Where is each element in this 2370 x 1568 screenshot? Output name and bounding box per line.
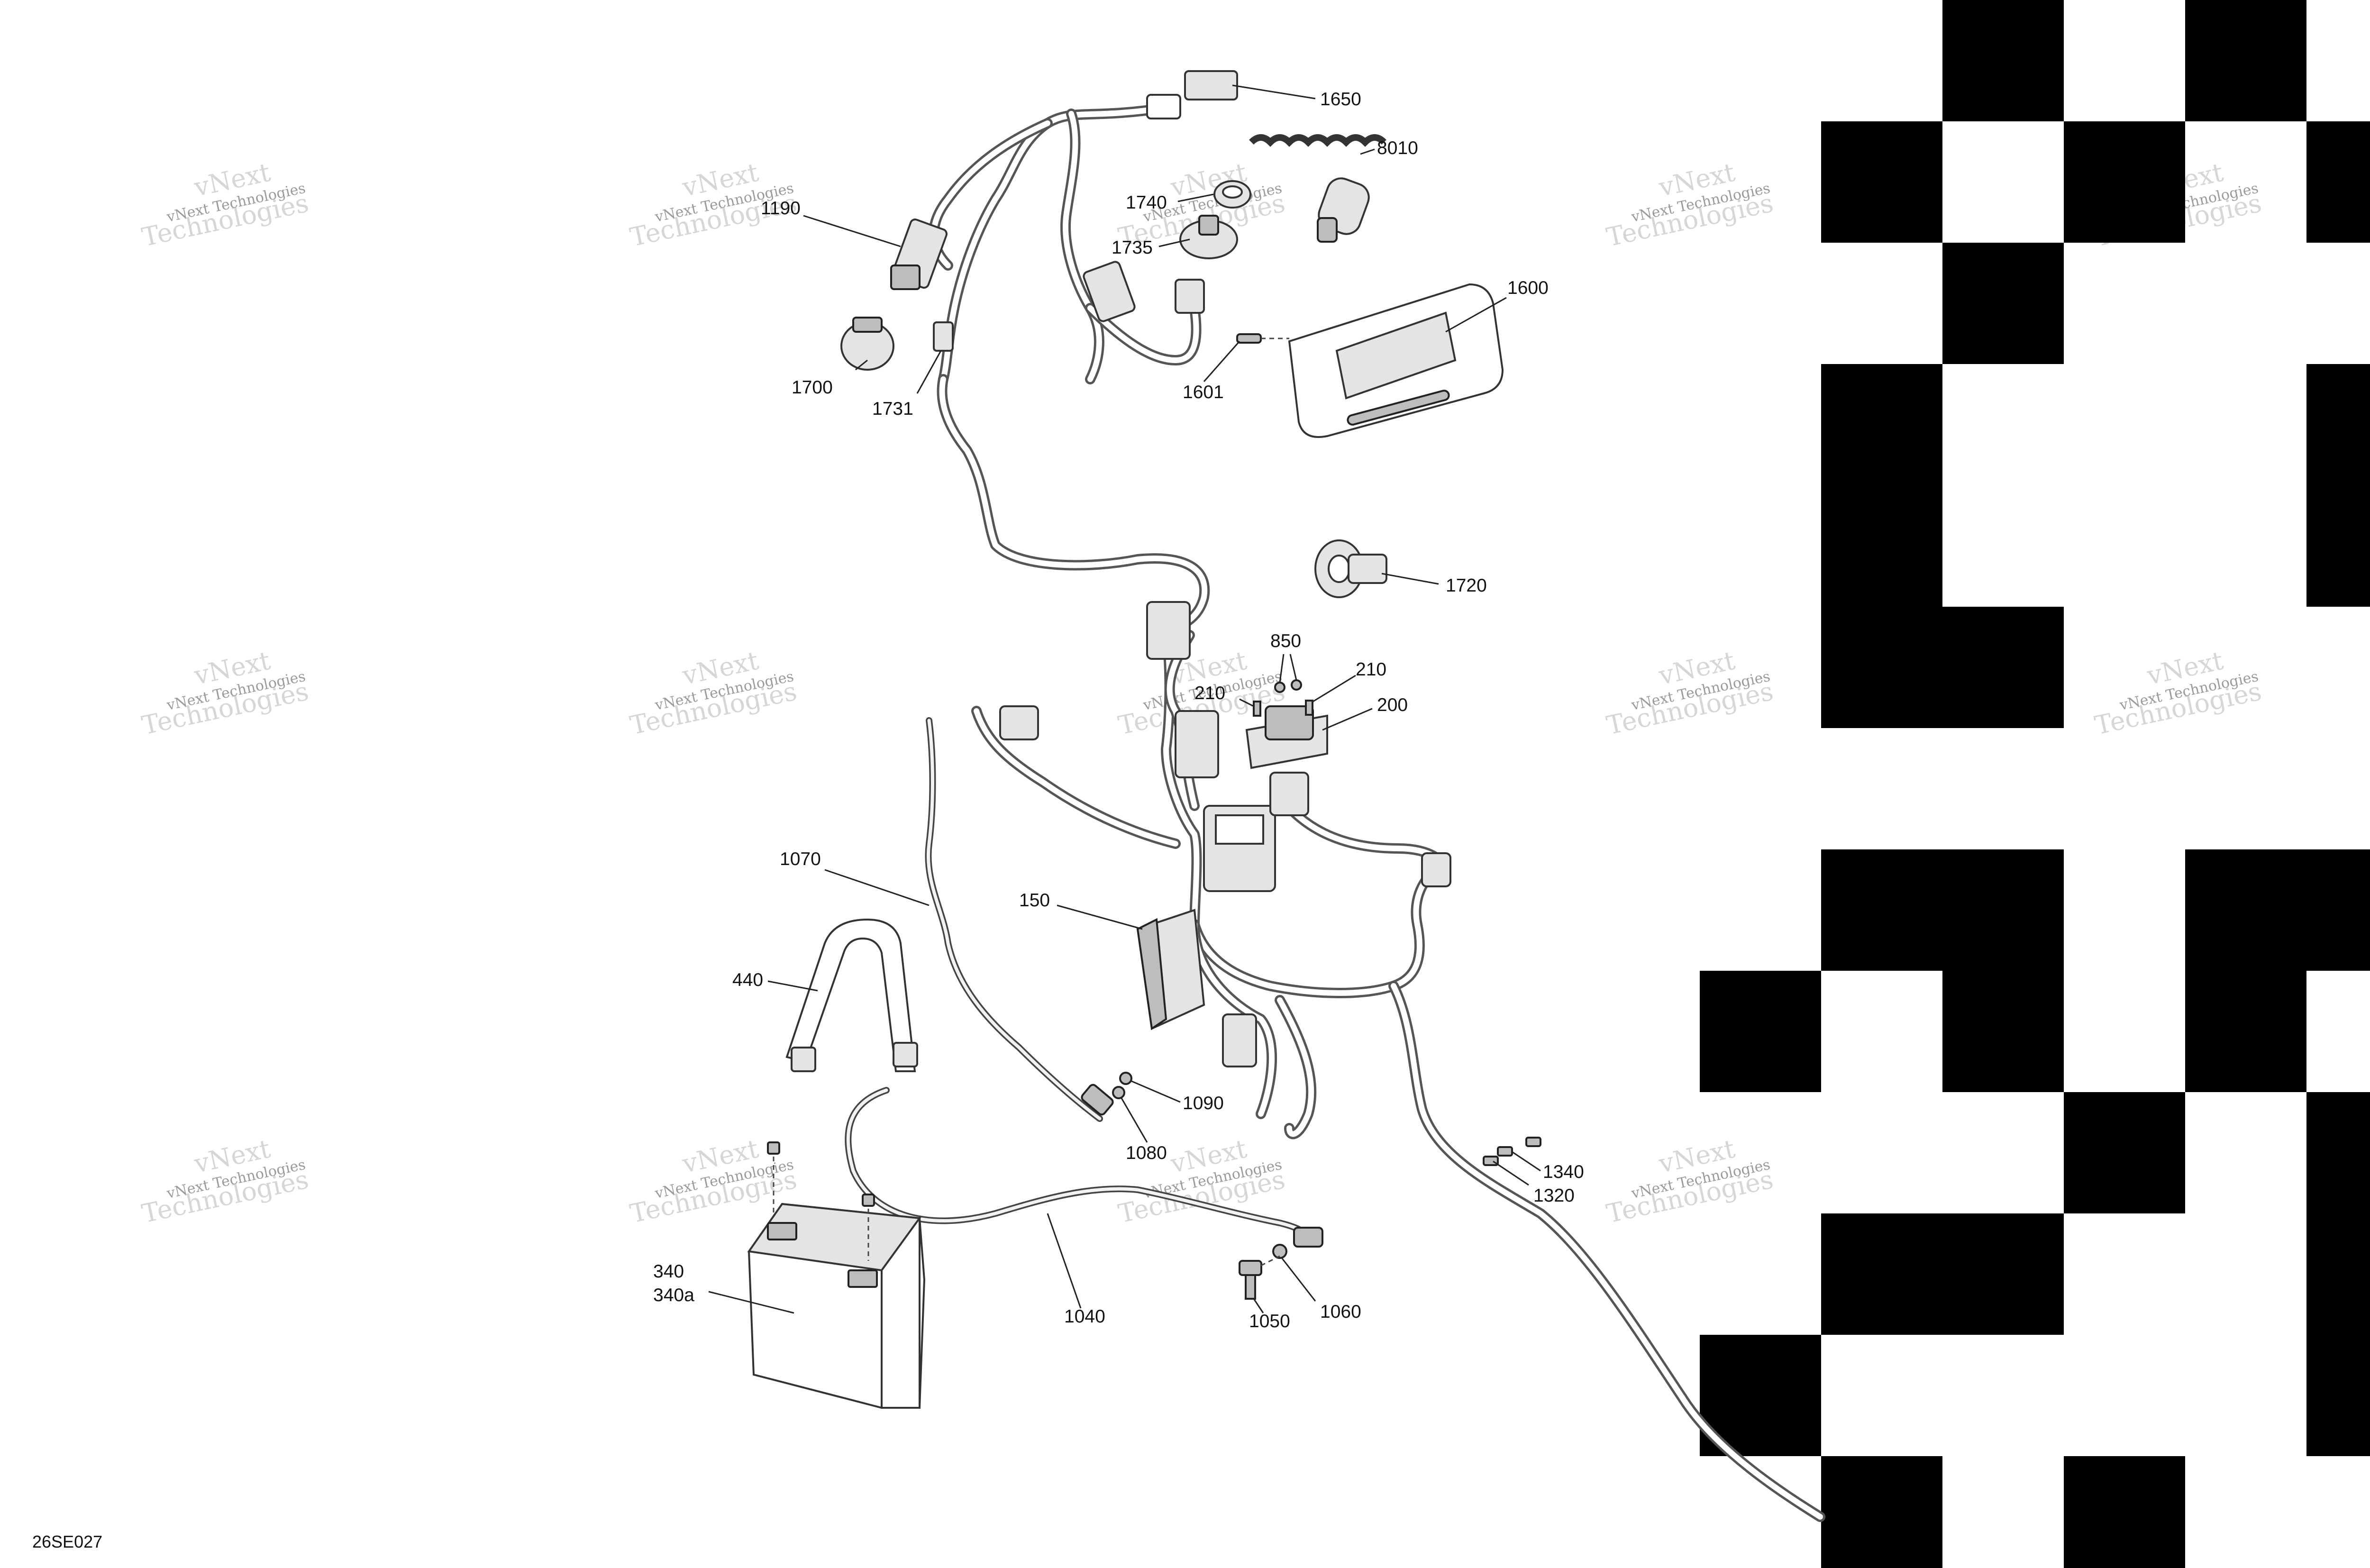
qr-block xyxy=(1942,0,2064,121)
part-1731-connector xyxy=(933,321,954,352)
callout-labels: 1650 8010 1190 1740 1735 1600 1601 1700 … xyxy=(653,89,1584,1331)
watermark: vNext Technologies vNext Technologies xyxy=(1604,646,1776,741)
main-wiring-harness xyxy=(929,104,1825,1522)
part-200-relay-bracket xyxy=(1245,705,1328,769)
callout-200: 200 xyxy=(1377,695,1408,715)
qr-block xyxy=(1942,243,2064,364)
qr-block xyxy=(1821,849,2064,971)
part-1740-grommet xyxy=(1213,180,1251,209)
watermark: vNext Technologies vNext Technologies xyxy=(2092,646,2264,741)
part-1650-connector xyxy=(1146,70,1238,119)
part-8010-sensor xyxy=(1317,177,1370,243)
qr-block xyxy=(1942,971,2064,1092)
callout-1700: 1700 xyxy=(792,377,833,398)
diagram-reference-code: 26SE027 xyxy=(32,1532,102,1551)
callout-8010: 8010 xyxy=(1377,138,1418,158)
qr-block xyxy=(2185,971,2306,1092)
qr-block xyxy=(2306,364,2370,607)
fuse-box xyxy=(1203,805,1276,892)
callout-440: 440 xyxy=(732,970,763,990)
qr-block xyxy=(1821,121,1942,243)
part-1340-1320-bolts xyxy=(1483,1137,1541,1166)
watermark: vNext Technologies vNext Technologies xyxy=(1604,157,1776,253)
watermark: vNext Technologies vNext Technologies xyxy=(628,646,800,741)
watermark: vNext Technologies vNext Technologies xyxy=(1604,1134,1776,1229)
part-440-battery-strap xyxy=(785,918,918,1072)
qr-block xyxy=(2064,1456,2185,1568)
harness-connectors xyxy=(999,261,1451,1067)
callout-1731: 1731 xyxy=(872,399,913,419)
qr-block xyxy=(2185,0,2306,121)
part-1601-screw xyxy=(1236,333,1289,344)
part-1090-washer xyxy=(1119,1072,1132,1085)
qr-block xyxy=(1821,364,1942,728)
part-1190-relay xyxy=(890,219,948,290)
battery-terminal-bolts xyxy=(767,1141,875,1261)
part-150-voltage-regulator xyxy=(1136,909,1205,1030)
qr-block xyxy=(2064,121,2185,243)
callout-1735: 1735 xyxy=(1112,237,1153,258)
watermark: vNext Technologies vNext Technologies xyxy=(139,1134,311,1229)
part-1700-switch xyxy=(840,317,894,371)
callout-1040: 1040 xyxy=(1064,1306,1105,1327)
qr-block xyxy=(1821,1456,1942,1568)
part-1080-nut xyxy=(1112,1086,1125,1099)
wire-coil xyxy=(1249,134,1386,147)
callout-150: 150 xyxy=(1019,890,1050,911)
part-1720-socket xyxy=(1314,539,1387,598)
qr-block xyxy=(2064,1092,2185,1213)
part-210-fasteners xyxy=(1253,700,1313,717)
callout-1050: 1050 xyxy=(1249,1311,1290,1331)
callout-850: 850 xyxy=(1270,631,1301,651)
qr-code-pattern xyxy=(1700,0,2370,1568)
callout-1740: 1740 xyxy=(1126,192,1167,213)
callout-1340: 1340 xyxy=(1543,1162,1584,1182)
watermark: vNext Technologies vNext Technologies xyxy=(139,646,311,741)
qr-block xyxy=(2185,849,2370,971)
part-1070-cable xyxy=(925,717,1114,1122)
callout-1601: 1601 xyxy=(1183,382,1224,402)
part-1735-switch xyxy=(1179,215,1238,259)
leader-lines xyxy=(708,84,1541,1314)
part-1060-washer xyxy=(1272,1244,1287,1259)
part-1600-gauge-display xyxy=(1288,283,1504,438)
callout-1720: 1720 xyxy=(1446,575,1487,596)
callout-1070: 1070 xyxy=(780,849,821,869)
part-1050-bolt xyxy=(1239,1255,1280,1300)
callout-1090: 1090 xyxy=(1183,1093,1224,1113)
callout-1060: 1060 xyxy=(1320,1302,1361,1322)
qr-block xyxy=(1942,607,2064,728)
qr-block xyxy=(1821,1213,2064,1335)
callout-1600: 1600 xyxy=(1507,278,1549,298)
qr-block xyxy=(2306,1092,2370,1456)
callout-1080: 1080 xyxy=(1126,1143,1167,1163)
part-340-battery xyxy=(747,1203,926,1409)
callout-340: 340 xyxy=(653,1261,684,1282)
callout-210-left: 210 xyxy=(1194,683,1225,703)
part-850-bolts xyxy=(1274,679,1302,693)
watermark: vNext Technologies vNext Technologies xyxy=(139,157,311,253)
callout-1190: 1190 xyxy=(761,198,801,219)
callout-210-right: 210 xyxy=(1356,659,1386,680)
part-1040-cable xyxy=(845,1087,1323,1248)
qr-block xyxy=(2306,121,2370,243)
callout-340a: 340a xyxy=(653,1285,694,1305)
callout-1650: 1650 xyxy=(1320,89,1361,109)
qr-block xyxy=(1700,971,1821,1092)
callout-1320: 1320 xyxy=(1533,1185,1575,1206)
